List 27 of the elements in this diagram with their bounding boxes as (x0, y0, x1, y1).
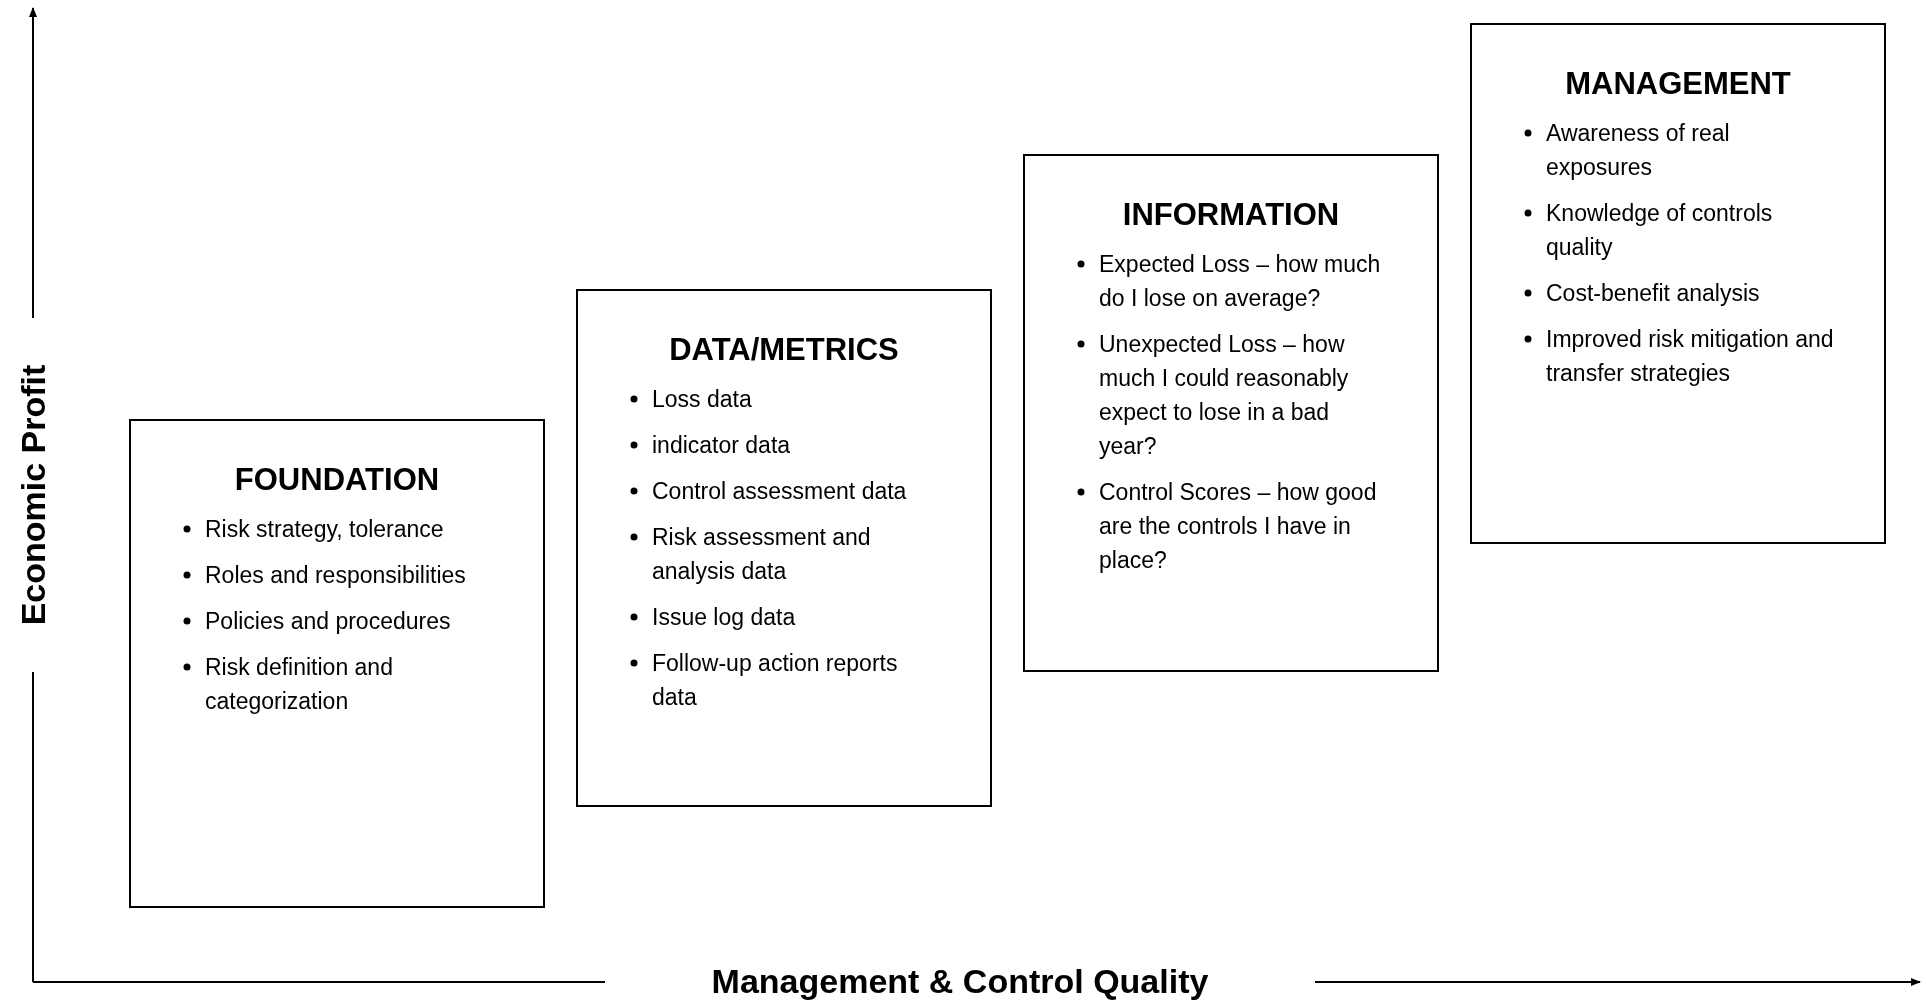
stage-title: DATA/METRICS (668, 331, 900, 369)
bullet-text: indicator data (652, 430, 791, 460)
stage-title: INFORMATION (1121, 196, 1341, 234)
axis-label: Management & Control Quality (711, 964, 1209, 998)
bullet-text: Risk strategy, tolerance (205, 514, 444, 544)
bullet-text: Control Scores – how good are the controls I have in place? (1099, 477, 1378, 575)
stage-box (1023, 154, 1439, 672)
bullet-text: Cost-benefit analysis (1546, 278, 1760, 308)
bullet-text: Knowledge of controls quality (1546, 198, 1774, 262)
stage-box (576, 289, 992, 807)
axis-label: Economic Profit (16, 364, 50, 626)
bullet-text: Roles and responsibilities (205, 560, 466, 590)
bullet-text: Awareness of real exposures (1546, 118, 1731, 182)
bullet-text: Follow-up action reports data (652, 648, 899, 712)
bullet-text: Control assessment data (652, 476, 907, 506)
bullet-text: Improved risk mitigation and transfer strategies (1546, 324, 1835, 388)
bullet-text: Issue log data (652, 602, 796, 632)
stage-box (129, 419, 545, 908)
bullet-text: Unexpected Loss – how much I could reasonably expect to lose in a bad year? (1099, 329, 1350, 461)
bullet-text: Expected Loss – how much do I lose on average? (1099, 249, 1382, 313)
stage-title: MANAGEMENT (1564, 65, 1792, 103)
bullet-text: Policies and procedures (205, 606, 451, 636)
bullet-text: Risk assessment and analysis data (652, 522, 872, 586)
bullet-text: Risk definition and categorization (205, 652, 394, 716)
stage-title: FOUNDATION (233, 461, 441, 499)
bullet-text: Loss data (652, 384, 752, 414)
stage-box (1470, 23, 1886, 544)
